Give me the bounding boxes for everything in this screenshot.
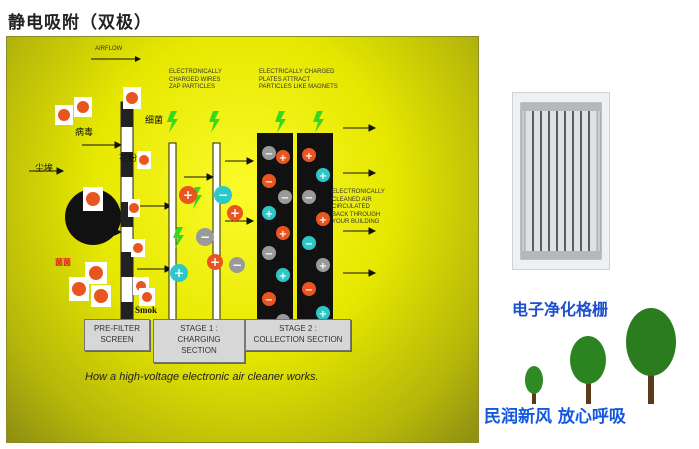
pollen-label: 花粉 bbox=[119, 154, 138, 164]
svg-text:+: + bbox=[279, 271, 287, 282]
lightning-bolts bbox=[167, 111, 324, 249]
clean-air-caption: ELECTRONICALLY CLEANED AIR CIRCULATED BA… bbox=[332, 189, 385, 225]
collection-plates bbox=[257, 133, 333, 339]
airflow-label: AIRFLOW bbox=[95, 46, 123, 52]
svg-text:−: − bbox=[265, 177, 273, 188]
svg-text:−: − bbox=[218, 188, 228, 202]
stage1-charged-particles: + − + − + − + bbox=[170, 186, 245, 282]
svg-text:−: − bbox=[265, 249, 273, 260]
purification-grille-photo bbox=[512, 92, 610, 270]
virus-label: 病毒 bbox=[75, 128, 94, 138]
svg-text:−: − bbox=[232, 258, 242, 272]
diagram-caption: How a high-voltage electronic air cleane… bbox=[85, 371, 319, 383]
stage1-section-box: STAGE 1 : CHARGING SECTION bbox=[153, 319, 245, 363]
stage2-collected-particles: − + − − + + − + − + + + − + − + − + bbox=[262, 146, 330, 328]
svg-text:+: + bbox=[319, 215, 327, 226]
svg-text:+: + bbox=[319, 309, 327, 320]
diagram-graphics: + − + − + − + − + − − + + − + − + + + − bbox=[29, 56, 377, 339]
svg-text:+: + bbox=[210, 255, 220, 269]
wires-caption: ELECTRONICALLY CHARGED WIRES ZAP PARTICL… bbox=[169, 69, 222, 90]
dust-particle bbox=[65, 189, 121, 245]
svg-text:+: + bbox=[279, 229, 287, 240]
dust-label: 尘埃 bbox=[35, 164, 54, 174]
svg-text:−: − bbox=[305, 239, 313, 250]
outgoing-air-arrows bbox=[343, 124, 377, 277]
trees-illustration bbox=[525, 308, 676, 404]
svg-text:+: + bbox=[279, 153, 287, 164]
slogan: 民润新风 放心呼吸 bbox=[484, 407, 626, 427]
pre-filter-section-box: PRE-FILTER SCREEN bbox=[84, 319, 150, 351]
svg-text:−: − bbox=[200, 230, 210, 244]
svg-text:−: − bbox=[281, 193, 289, 204]
stage2-section-box: STAGE 2 : COLLECTION SECTION bbox=[245, 319, 351, 351]
svg-text:+: + bbox=[319, 261, 327, 272]
page-title: 静电吸附（双极） bbox=[8, 13, 152, 33]
plates-caption: ELECTRICALLY CHARGED PLATES ATTRACT PART… bbox=[259, 69, 338, 90]
bacteria-label: 细菌 bbox=[145, 116, 164, 126]
germ-icons bbox=[55, 87, 155, 307]
germs-label: 菌菌 bbox=[55, 258, 71, 267]
grille-illustration bbox=[520, 102, 602, 260]
airflow-arrow-head bbox=[135, 56, 141, 62]
svg-text:+: + bbox=[319, 171, 327, 182]
svg-text:+: + bbox=[183, 188, 193, 202]
smoke-label: Smok bbox=[135, 305, 158, 315]
svg-text:+: + bbox=[230, 206, 240, 220]
product-caption: 电子净化格栅 bbox=[512, 300, 609, 319]
air-cleaner-diagram: + − + − + − + − + − − + + − + − + + + − bbox=[6, 36, 479, 443]
charging-plate-1 bbox=[168, 142, 177, 339]
svg-text:+: + bbox=[174, 266, 184, 280]
svg-text:−: − bbox=[305, 285, 313, 296]
filter-arrows bbox=[137, 157, 255, 273]
svg-text:+: + bbox=[305, 151, 313, 162]
svg-text:−: − bbox=[305, 193, 313, 204]
charging-plate-2 bbox=[212, 142, 221, 339]
svg-text:+: + bbox=[265, 209, 273, 220]
svg-text:−: − bbox=[265, 149, 273, 160]
svg-text:−: − bbox=[265, 295, 273, 306]
